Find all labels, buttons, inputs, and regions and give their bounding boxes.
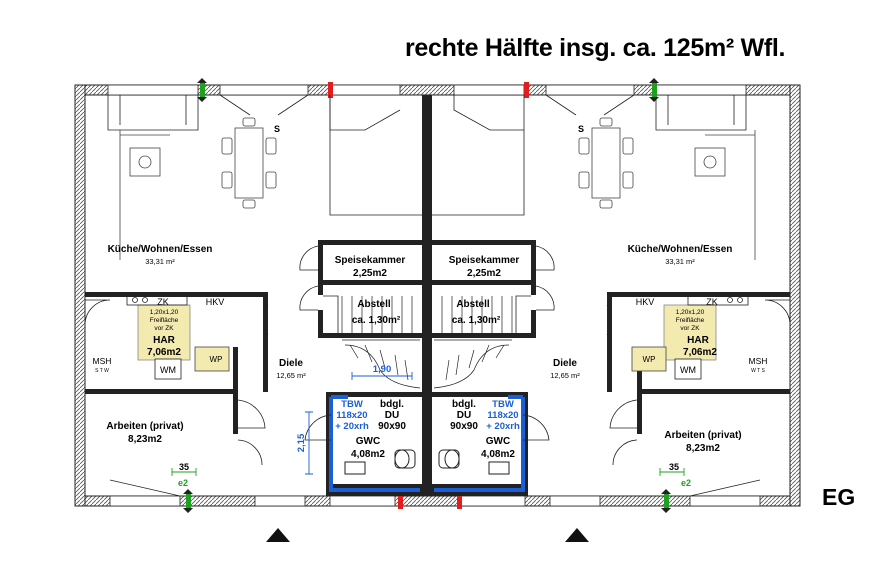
floor-label: EG [822,484,856,510]
wm-unit-left [154,358,182,380]
wp-label-left: WP [210,355,223,364]
stairs [341,296,513,389]
shower-type-left: DU [385,410,399,421]
har-zone-left [137,304,191,361]
hall-area-left: 12,65 m² [276,371,306,380]
note-line-right: 1,20x1,20 [676,309,705,316]
pantry-area-left: 2,25m2 [353,268,387,279]
note-line3-left: vor ZK [154,325,174,332]
tbw-size-left: 118x20 [336,410,367,421]
wp-unit-right [631,346,667,372]
zk-label-left: ZK [157,297,169,307]
living-name-right: Küche/Wohnen/Essen [628,244,733,255]
hall-name-right: Diele [553,358,577,369]
entrance-arrow-right [565,528,589,542]
tbw-name-right: TBW [492,399,514,410]
window-markers [183,78,671,513]
zk-boxes [126,295,749,306]
storage-name-left: Abstell [357,299,391,310]
hkv-label-left: HKV [206,297,225,307]
har-zone-right [663,304,717,361]
shower-name-right: bdgl. [452,399,476,410]
zk-label-right: ZK [706,297,718,307]
wm-label-right: WM [680,365,696,375]
office-area-left: 8,23m2 [128,434,162,445]
msh-label-right: MSH [749,356,768,366]
living-area-right: 33,31 m² [665,257,695,266]
living-name-left: Küche/Wohnen/Essen [108,244,213,255]
pantry-name-left: Speisekammer [335,255,406,266]
e2-left: e2 [178,478,188,488]
note-line2-left: Freifläche [150,317,179,324]
doors [84,245,791,497]
window-sashes [107,94,747,131]
shower-size-right: 90x90 [450,421,478,432]
tbw-extra-left: + 20xrh [335,421,369,432]
dimension-lines [305,372,413,475]
e2-right: e2 [681,478,691,488]
furniture-right [578,117,756,260]
wm-label-left: WM [160,365,176,375]
hall-name-left: Diele [279,358,303,369]
wc-name-right: GWC [486,436,510,447]
wc-area-right: 4,08m2 [481,449,515,460]
wm-unit-right [674,358,702,380]
storage-area-right: ca. 1,30m² [452,315,501,326]
wc-area-left: 4,08m2 [351,449,385,460]
s-mark-left: S [274,124,280,134]
tbw-extra-right: + 20xrh [486,421,520,432]
labels-right: Küche/Wohnen/Essen 33,31 m² Speisekammer… [449,244,768,488]
msh-st-left: S T W [95,368,109,374]
dimension-35 [171,468,685,476]
har-name-left: HAR [153,335,175,346]
har-name-right: HAR [687,335,709,346]
pantry-name-right: Speisekammer [449,255,520,266]
dim-wc-left: 2,15 [296,433,307,452]
storage-area-left: ca. 1,30m² [352,315,401,326]
wp-unit-left [194,346,230,372]
furniture-left [119,117,277,260]
note-line3-right: vor ZK [680,325,700,332]
shower-size-left: 90x90 [378,421,406,432]
msh-st-right: W T S [751,368,765,374]
fixtures [344,449,510,475]
storage-name-right: Abstell [456,299,490,310]
hall-area-right: 12,65 m² [550,371,580,380]
har-area-left: 7,06m2 [147,347,181,358]
top-windows [107,84,747,96]
s-mark-right: S [578,124,584,134]
wet-room-highlight [329,395,525,492]
shower-name-left: bdgl. [380,399,404,410]
wp-label-right: WP [643,355,656,364]
office-area-right: 8,23m2 [686,443,720,454]
dim-35-left: 35 [179,462,189,472]
niche-lines [323,95,531,333]
dim-stair-left: 1,90 [373,364,392,375]
dim-35-right: 35 [669,462,679,472]
shower-type-right: DU [457,410,471,421]
msh-label-left: MSH [93,356,112,366]
note-line2-right: Freifläche [676,317,705,324]
living-area-left: 33,31 m² [145,257,175,266]
note-line-left: 1,20x1,20 [150,309,179,316]
wc-name-left: GWC [356,436,380,447]
plan-title: rechte Hälfte insg. ca. 125m² Wfl. [405,34,786,62]
tbw-name-left: TBW [341,399,363,410]
pantry-area-right: 2,25m2 [467,268,501,279]
har-area-right: 7,06m2 [683,347,717,358]
office-name-right: Arbeiten (privat) [664,430,741,441]
office-name-left: Arbeiten (privat) [106,421,183,432]
tbw-size-right: 118x20 [487,410,518,421]
labels-left: Küche/Wohnen/Essen 33,31 m² Speisekammer… [93,244,407,488]
party-wall [422,95,432,496]
hkv-label-right: HKV [636,297,655,307]
entrance-arrow-left [266,528,290,542]
